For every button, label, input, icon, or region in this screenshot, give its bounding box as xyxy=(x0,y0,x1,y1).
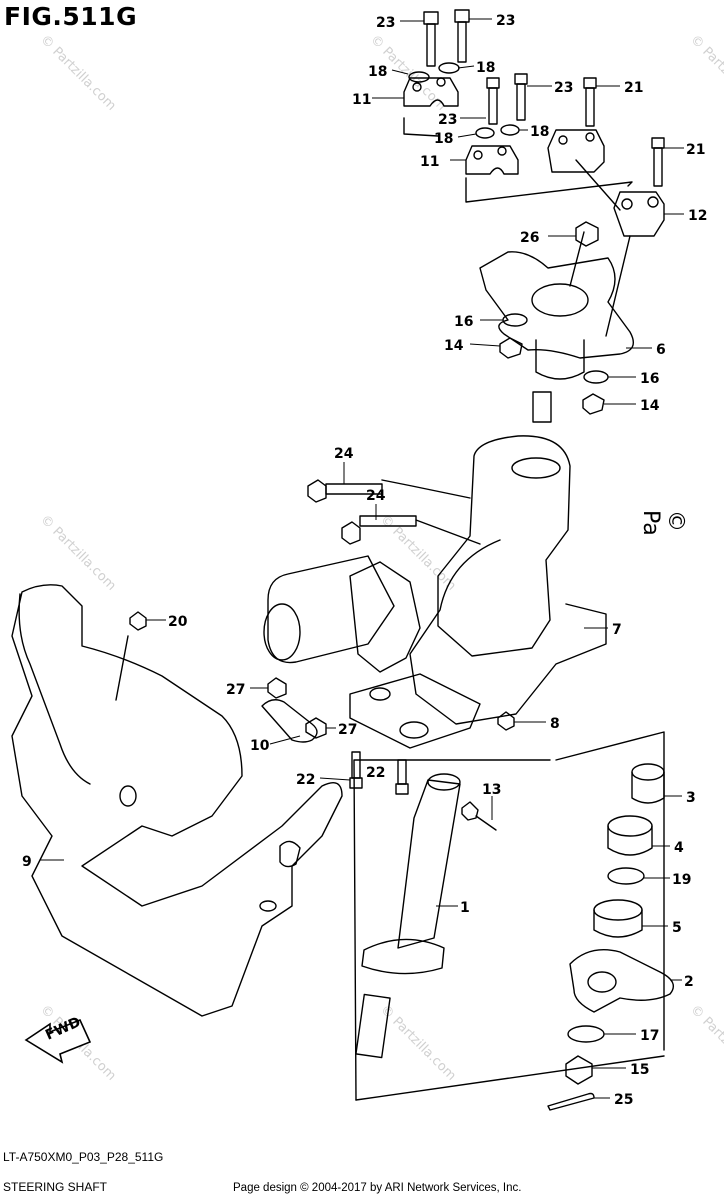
figure-subtitle: STEERING SHAFT xyxy=(3,1180,108,1194)
callout-22: 22 xyxy=(366,765,385,781)
watermark-text: © Partzilla.com xyxy=(37,512,119,594)
watermark-text: © Partzilla.com xyxy=(687,32,724,114)
nut-14 xyxy=(582,393,605,415)
callout-16: 16 xyxy=(454,314,473,330)
nut-27 xyxy=(267,677,287,699)
callout-18: 18 xyxy=(368,64,387,80)
bolt-23-right xyxy=(454,9,470,63)
watermarks: © Partzilla.com © Partzilla.com © Partzi… xyxy=(37,32,724,1084)
callout-18: 18 xyxy=(530,124,549,140)
washer-16 xyxy=(583,370,609,384)
callout-27: 27 xyxy=(338,722,357,738)
handlebar-holder-12 xyxy=(613,191,665,237)
cotter-pin-25 xyxy=(547,1092,595,1111)
callout-16: 16 xyxy=(640,371,659,387)
callout-21: 21 xyxy=(686,142,705,158)
callout-15: 15 xyxy=(630,1062,649,1078)
handlebar-holder-11 xyxy=(403,77,459,107)
shaft-spline xyxy=(532,391,552,423)
watermark-text: © Partzilla.com xyxy=(377,512,459,594)
bolt-23-left xyxy=(423,11,439,67)
callout-24: 24 xyxy=(366,488,386,504)
steering-guard-9 xyxy=(11,584,343,1017)
seal-4 xyxy=(607,815,653,856)
watermark-text: © Partzilla.com xyxy=(37,32,119,114)
bolt-24 xyxy=(341,515,417,545)
callout-19: 19 xyxy=(672,872,691,888)
power-steering-gearbox-7 xyxy=(437,435,571,657)
clip-20 xyxy=(129,611,147,631)
pitman-arm-2 xyxy=(569,949,674,1013)
watermark-text: © Partzilla.com xyxy=(377,1002,459,1084)
callout-23: 23 xyxy=(376,15,395,31)
callout-1: 1 xyxy=(460,900,470,916)
figure-title: FIG.511G xyxy=(4,2,138,31)
steering-motor xyxy=(263,555,421,673)
watermark-text: © Partzilla.com xyxy=(687,1002,724,1084)
callout-12: 12 xyxy=(688,208,707,224)
callout-17: 17 xyxy=(640,1028,659,1044)
callout-labels: 23 23 18 18 11 23 23 21 18 18 11 21 12 2… xyxy=(22,13,707,1108)
nut-15 xyxy=(565,1055,593,1085)
callout-23: 23 xyxy=(438,112,457,128)
bolt-13 xyxy=(461,801,479,821)
callout-2: 2 xyxy=(684,974,694,990)
washer-18 xyxy=(475,127,495,139)
callout-3: 3 xyxy=(686,790,696,806)
callout-18: 18 xyxy=(476,60,495,76)
handlebar-holder-11 xyxy=(465,145,519,175)
callout-5: 5 xyxy=(672,920,682,936)
callout-4: 4 xyxy=(674,840,684,856)
callout-20: 20 xyxy=(168,614,188,630)
callout-6: 6 xyxy=(656,342,666,358)
callout-26: 26 xyxy=(520,230,539,246)
bracket-10 xyxy=(261,699,318,743)
callout-22: 22 xyxy=(296,772,315,788)
callout-21: 21 xyxy=(624,80,643,96)
bushing-3 xyxy=(631,763,665,804)
callout-8: 8 xyxy=(550,716,560,732)
callout-14: 14 xyxy=(444,338,464,354)
copyright-notice: Page design © 2004-2017 by ARI Network S… xyxy=(233,1182,522,1194)
callout-14: 14 xyxy=(640,398,660,414)
callout-27: 27 xyxy=(226,682,245,698)
washer-18 xyxy=(438,62,460,74)
steering-shaft-1 xyxy=(355,773,461,1059)
callout-11: 11 xyxy=(352,92,371,108)
callout-18: 18 xyxy=(434,131,453,147)
washer-18 xyxy=(408,71,430,83)
handlebar-holder-upper xyxy=(547,129,605,173)
callout-11: 11 xyxy=(420,154,439,170)
bolt-24 xyxy=(307,479,383,503)
callout-13: 13 xyxy=(482,782,501,798)
bolt-8 xyxy=(497,711,515,731)
o-ring-19 xyxy=(607,867,645,885)
nut-14 xyxy=(499,337,523,359)
model-code: LT-A750XM0_P03_P28_511G xyxy=(3,1150,164,1164)
mount-bracket xyxy=(349,673,481,749)
bearing-5 xyxy=(593,899,643,938)
nut-26 xyxy=(575,221,599,247)
callout-23: 23 xyxy=(554,80,573,96)
side-watermark: © Pa xyxy=(638,510,688,536)
nut-27 xyxy=(305,717,327,739)
callout-24: 24 xyxy=(334,446,354,462)
callout-25: 25 xyxy=(614,1092,633,1108)
callout-23: 23 xyxy=(496,13,515,29)
washer-17 xyxy=(567,1025,605,1043)
callout-9: 9 xyxy=(22,854,32,870)
callout-10: 10 xyxy=(250,738,270,754)
washer-18 xyxy=(500,124,520,136)
callout-7: 7 xyxy=(612,622,622,638)
